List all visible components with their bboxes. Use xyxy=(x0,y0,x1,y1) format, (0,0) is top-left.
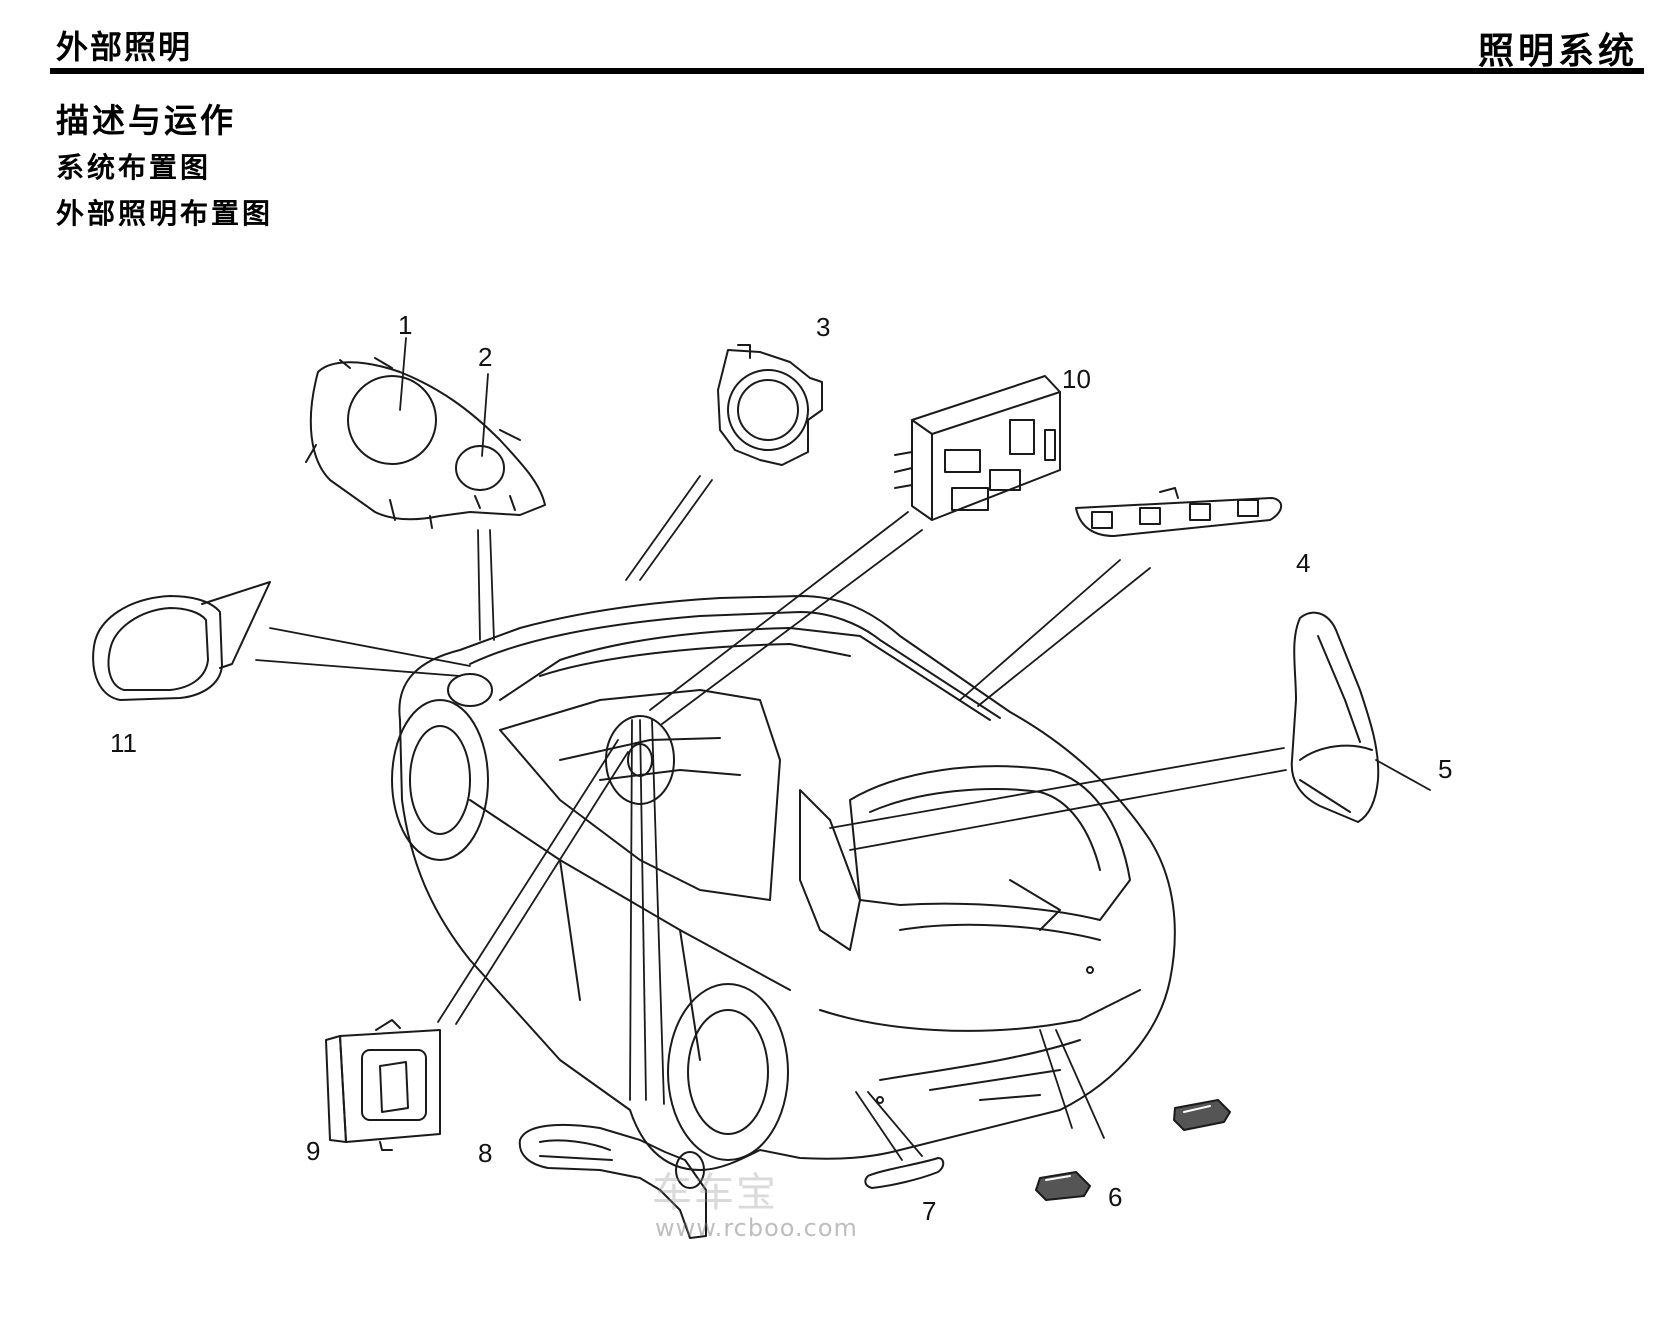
watermark-logo-text: 车车宝 xyxy=(652,1170,778,1216)
callout-5: 5 xyxy=(1438,754,1452,784)
callout-8: 8 xyxy=(478,1138,492,1168)
leader-lines xyxy=(255,337,1431,1161)
section-title-left: 外部照明 xyxy=(56,28,193,66)
light-switch-stalk xyxy=(518,1123,707,1239)
callout-3: 3 xyxy=(816,312,830,342)
heading-system-layout: 系统布置图 xyxy=(56,151,212,184)
callout-7: 7 xyxy=(922,1196,936,1226)
control-module xyxy=(894,375,1061,521)
vehicle-illustration xyxy=(391,595,1176,1171)
watermark-url: www.rcboo.com xyxy=(655,1214,858,1242)
heading-exterior-lighting-layout: 外部照明布置图 xyxy=(56,197,274,230)
high-mount-stop-lamp xyxy=(1075,487,1283,537)
header-divider xyxy=(50,68,1644,74)
callout-1: 1 xyxy=(398,310,412,340)
callout-11: 11 xyxy=(110,728,137,758)
section-title-right: 照明系统 xyxy=(1477,31,1638,72)
rear-combination-lamp xyxy=(1290,611,1380,823)
headlamp-assembly xyxy=(305,357,546,529)
callout-10: 10 xyxy=(1062,364,1091,394)
callout-9: 9 xyxy=(306,1136,320,1166)
rear-reflector xyxy=(864,1157,945,1189)
callout-4: 4 xyxy=(1296,548,1310,578)
headlamp-leveling-switch xyxy=(325,1019,441,1151)
callout-6: 6 xyxy=(1108,1182,1122,1212)
fog-lamp xyxy=(717,344,823,466)
license-plate-lamps xyxy=(1035,1099,1231,1201)
callout-labels: 1 2 3 4 5 6 7 8 9 10 11 xyxy=(110,310,1452,1226)
callout-2: 2 xyxy=(478,342,492,372)
heading-description: 描述与运作 xyxy=(56,101,236,140)
exterior-mirror xyxy=(92,581,271,701)
